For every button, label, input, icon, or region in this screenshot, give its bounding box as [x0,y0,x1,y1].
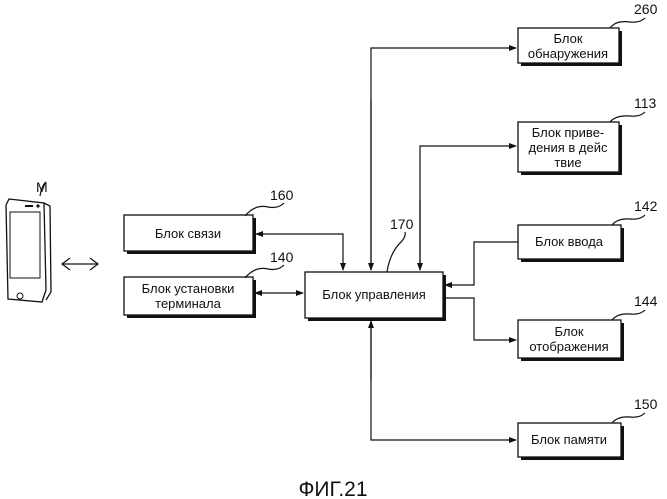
display-ref: 144 [634,293,658,309]
terminal-setup-label-1: Блок установки [142,281,235,296]
actuation-label-3: твие [554,155,581,170]
actuation-block: Блок приве- дения в дейс твие [518,122,622,175]
actuation-ref: 113 [634,95,657,111]
input-block: Блок ввода [518,225,624,262]
display-label-1: Блок [554,324,583,339]
memory-block: Блок памяти [518,423,624,460]
control-to-memory-line [371,320,516,440]
communication-block-label: Блок связи [155,226,221,241]
control-ref: 170 [390,216,414,232]
memory-ref: 150 [634,396,658,412]
control-to-detection-line [371,48,516,270]
control-to-actuation-line [420,146,516,270]
control-to-display-line [443,298,516,340]
memory-block-label: Блок памяти [531,432,607,447]
input-to-control-line [445,242,518,285]
terminal-setup-label-2: терминала [155,296,221,311]
terminal-setup-ref: 140 [270,249,294,265]
figure-label: ФИГ.21 [298,478,367,499]
detection-label-2: обнаружения [528,46,608,61]
input-block-label: Блок ввода [535,234,604,249]
terminal-setup-block: Блок установки терминала [124,277,256,318]
detection-ref: 260 [634,1,658,17]
display-label-2: отображения [529,339,608,354]
control-block: Блок управления [305,272,446,321]
detection-label-1: Блок [553,31,582,46]
communication-to-control-line [300,234,343,270]
communication-ref: 160 [270,187,294,203]
bidirectional-link-icon [62,258,98,270]
device-ref-label: M [36,179,48,195]
actuation-label-2: дения в дейс [528,140,608,155]
mobile-device-icon [6,182,51,302]
input-ref: 142 [634,198,658,214]
actuation-label-1: Блок приве- [532,125,605,140]
detection-block: Блок обнаружения [518,28,622,66]
connectors [255,48,518,440]
display-block: Блок отображения [518,320,624,361]
control-block-label: Блок управления [322,287,426,302]
communication-block: Блок связи [124,215,256,254]
